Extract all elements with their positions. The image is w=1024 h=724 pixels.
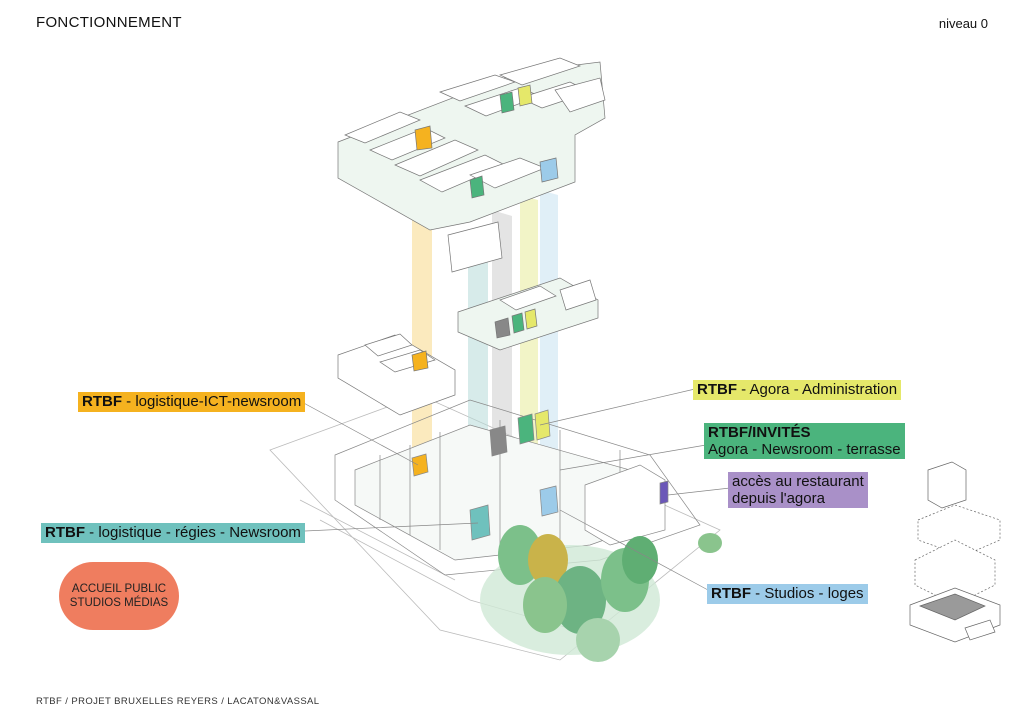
top-floor-slab: [337, 57, 606, 273]
page-title: FONCTIONNEMENT: [36, 14, 182, 31]
footer-credit: RTBF / PROJET BRUXELLES REYERS / LACATON…: [36, 696, 320, 707]
middle-floor-slab: [457, 277, 599, 351]
label-studios-loges: RTBF - Studios - loges: [707, 584, 868, 604]
key-diagram: [909, 461, 1001, 643]
label-agora-administration: RTBF - Agora - Administration: [693, 380, 902, 400]
label-invites: RTBF/INVITÉS Agora - Newsroom - terrasse: [704, 423, 905, 459]
level-label: niveau 0: [938, 16, 988, 31]
vertical-cores: [412, 190, 558, 530]
leader-lines: [299, 388, 731, 591]
label-logistique-ict: RTBF - logistique-ICT-newsroom: [78, 392, 306, 412]
accueil-public-badge: ACCUEIL PUBLIC STUDIOS MÉDIAS: [59, 562, 179, 630]
ground-floor: [334, 399, 701, 576]
left-block: [337, 333, 456, 416]
label-restaurant: accès au restaurant depuis l'agora: [728, 472, 868, 508]
trees: [480, 525, 722, 662]
label-regies-newsroom: RTBF - logistique - régies - Newsroom: [41, 523, 305, 543]
